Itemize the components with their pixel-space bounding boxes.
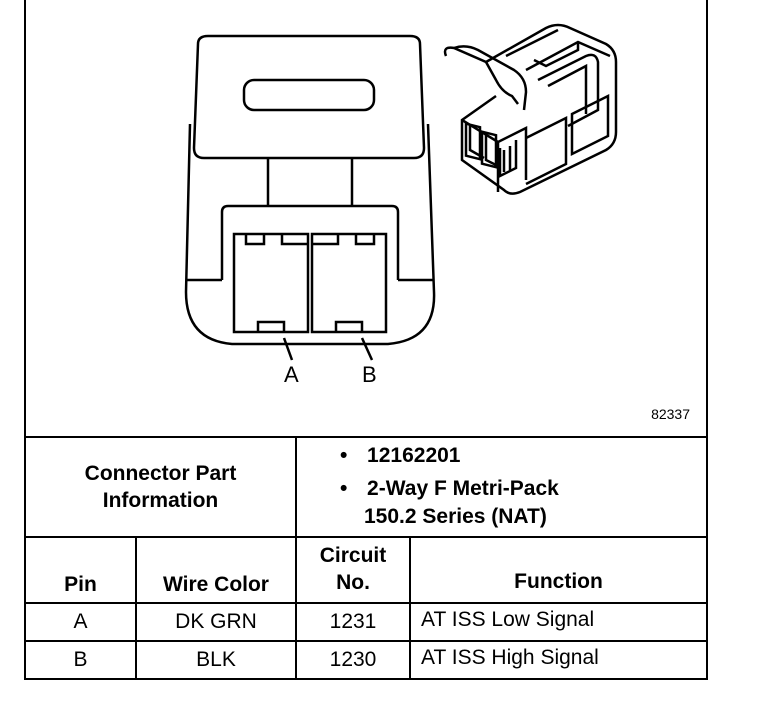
bullet-symbol: • <box>340 477 348 500</box>
part-number: 12162201 <box>367 444 461 467</box>
pin-label-b: B <box>362 362 377 387</box>
connector-3d-drawing <box>443 23 618 195</box>
header-wire-color: Wire Color <box>163 573 269 596</box>
connector-face-drawing <box>184 34 436 361</box>
connector-bullet-3: 150.2 Series (NAT) <box>364 503 547 530</box>
row-b-function: AT ISS High Signal <box>421 646 599 669</box>
figure-number: 82337 <box>651 406 690 422</box>
row-b-circuit: 1230 <box>329 648 377 671</box>
row-b-wire-color: BLK <box>196 648 236 671</box>
row-a-pin: A <box>73 610 88 633</box>
connector-info-heading-line2: Information <box>102 489 219 512</box>
row-a-circuit: 1231 <box>329 610 377 633</box>
divider-header <box>26 602 706 604</box>
connector-illustration <box>184 23 618 361</box>
connector-bullet-1: • 12162201 <box>340 442 460 469</box>
connector-info-heading-line1: Connector Part <box>84 462 237 485</box>
header-pin: Pin <box>64 573 97 596</box>
header-circuit-line2: No. <box>336 571 370 594</box>
connector-bullet-2: • 2-Way F Metri-Pack <box>340 475 559 502</box>
col-divider-1 <box>135 536 137 680</box>
col-divider-2 <box>295 536 297 680</box>
connector-type: 2-Way F Metri-Pack <box>367 477 559 500</box>
header-circuit-line1: Circuit <box>319 544 387 567</box>
divider-info-vertical <box>295 436 297 536</box>
row-a-wire-color: DK GRN <box>175 610 257 633</box>
diagram-frame: A B 82337 Connector Part Information • 1… <box>24 0 708 680</box>
bullet-symbol: • <box>340 444 348 467</box>
row-a-function: AT ISS Low Signal <box>421 608 595 631</box>
connector-series: 150.2 Series (NAT) <box>364 505 547 528</box>
row-b-pin: B <box>73 648 88 671</box>
divider-info <box>26 536 706 538</box>
divider-diagram <box>26 436 706 438</box>
divider-row <box>26 640 706 642</box>
col-divider-3 <box>409 536 411 680</box>
connector-diagram: A B 82337 <box>26 0 706 436</box>
header-function: Function <box>514 570 603 593</box>
pin-label-a: A <box>284 362 299 387</box>
